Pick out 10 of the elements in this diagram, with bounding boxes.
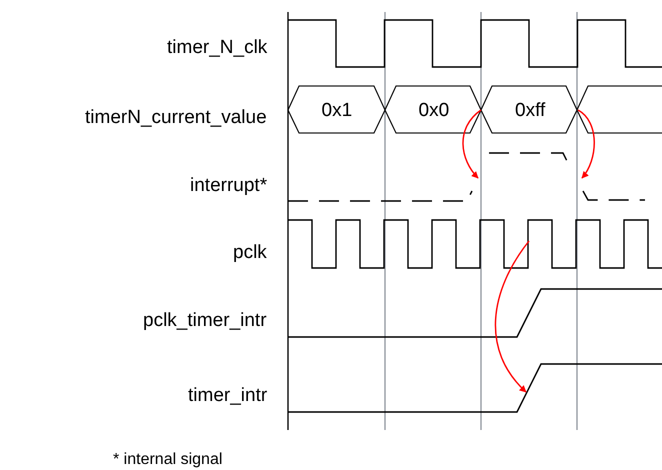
- signal-name: interrupt*: [190, 176, 268, 194]
- bus-value: 0x1: [322, 100, 352, 120]
- signal-name: pclk: [233, 242, 267, 262]
- signal-name: timer_N_clk: [167, 38, 268, 56]
- footnote: * internal signal: [113, 452, 222, 468]
- signal-name: pclk_timer_intr: [143, 310, 267, 330]
- signal-name: timer_intr: [188, 386, 268, 404]
- signal-name: timerN_current_value: [85, 108, 267, 126]
- bus-value: 0xff: [515, 100, 546, 120]
- bus-value: 0x0: [418, 100, 450, 120]
